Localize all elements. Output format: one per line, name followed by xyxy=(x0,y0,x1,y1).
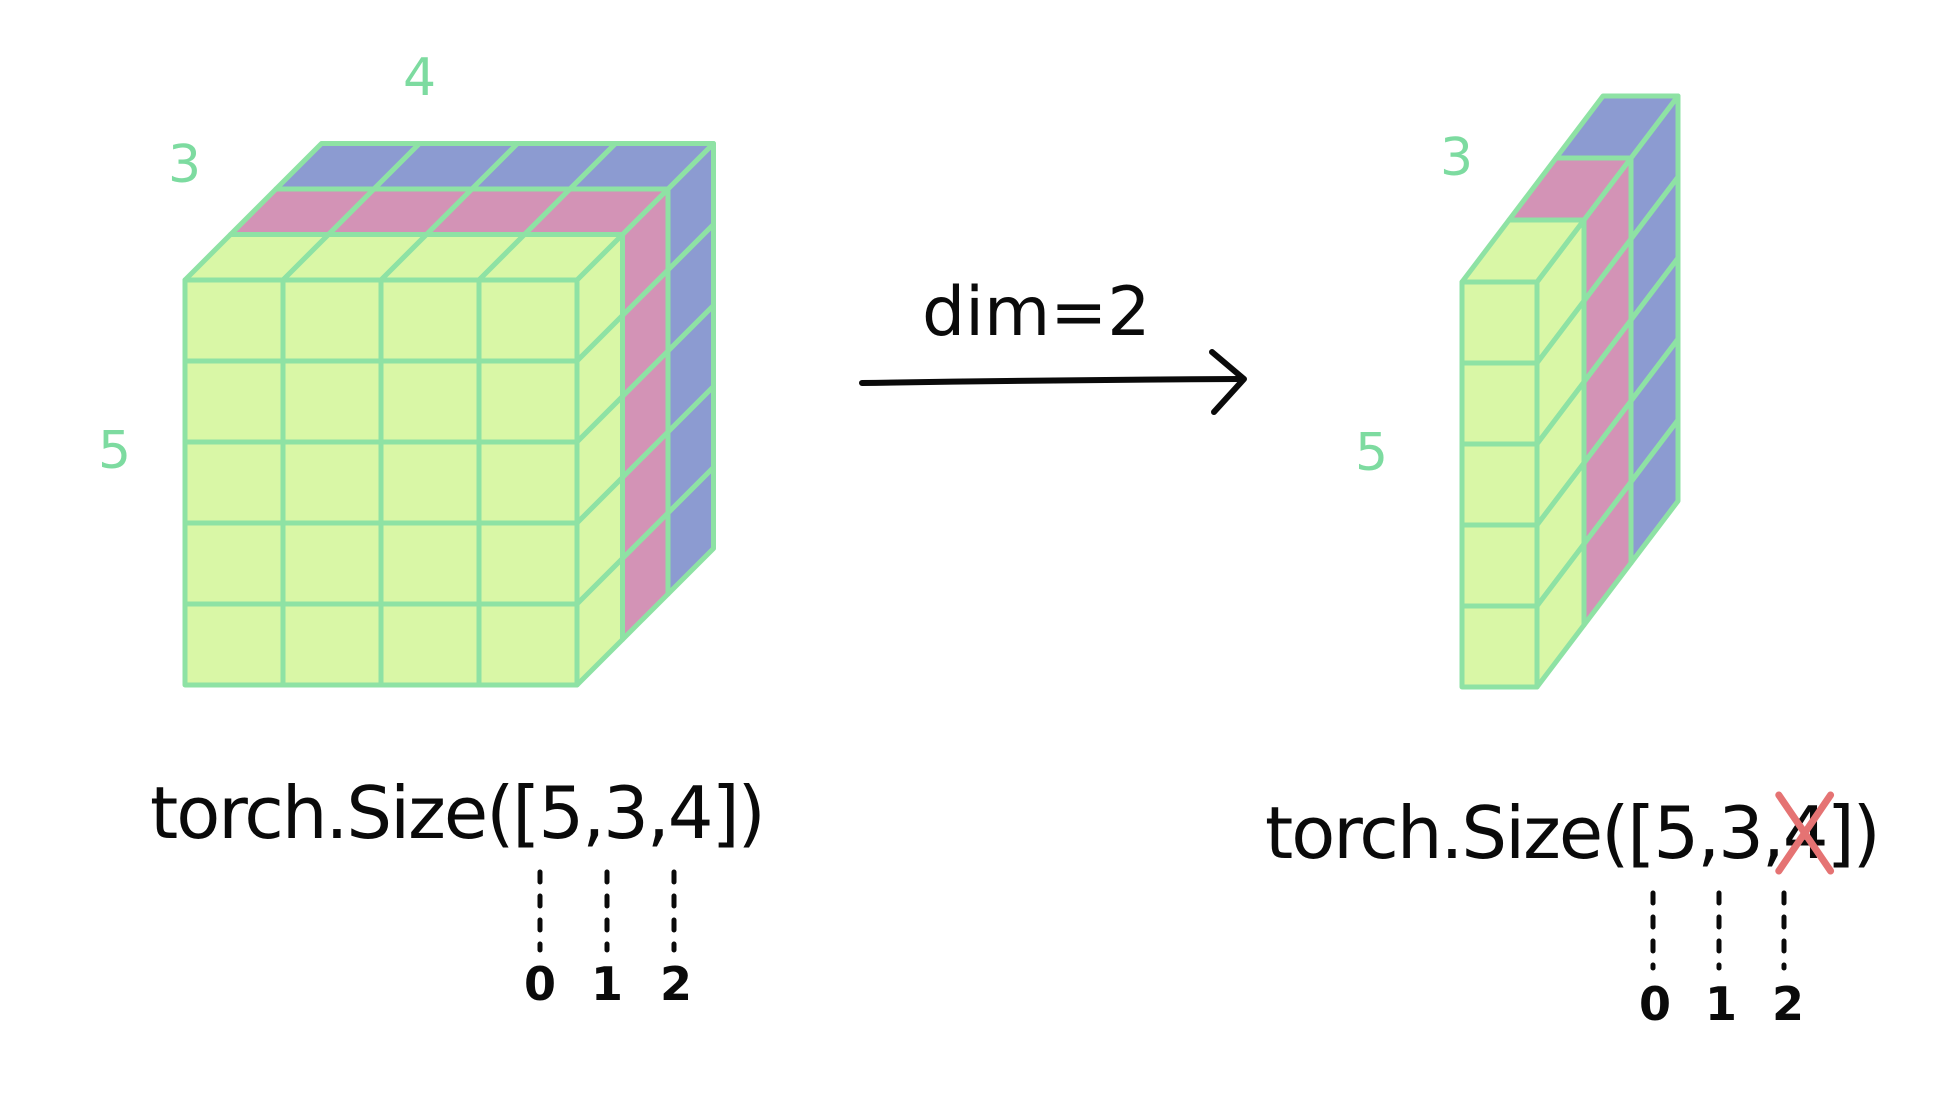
right-caption-prefix: torch.Size([5,3, xyxy=(1265,791,1783,875)
left-front-cell xyxy=(182,601,286,688)
arrow-icon xyxy=(859,349,1247,415)
left-index-0: 0 xyxy=(524,957,556,1011)
left-front-cell xyxy=(476,439,580,526)
left-tensor-cube xyxy=(182,141,716,688)
left-front-cell xyxy=(182,439,286,526)
cross-stroke xyxy=(1775,791,1835,875)
left-front-cell xyxy=(476,601,580,688)
left-front-cell xyxy=(280,277,384,364)
left-front-cell xyxy=(280,358,384,445)
left-index-guides xyxy=(537,869,677,953)
left-front-cell xyxy=(378,520,482,607)
left-index-2: 2 xyxy=(660,957,692,1011)
right-index-guides xyxy=(1650,890,1787,971)
right-caption-suffix: ]) xyxy=(1827,791,1879,875)
left-front-cell xyxy=(476,520,580,607)
left-dim-label-width: 4 xyxy=(403,48,436,108)
right-index-1: 1 xyxy=(1705,977,1737,1031)
right-front-cell xyxy=(1459,522,1540,609)
right-tensor-slab xyxy=(1459,93,1681,690)
cross-icon xyxy=(1775,791,1835,875)
left-caption: torch.Size([5,3,4]) xyxy=(150,771,764,855)
right-front-cell xyxy=(1459,441,1540,528)
right-front-cell xyxy=(1459,279,1540,366)
left-front-cell xyxy=(182,358,286,445)
left-index-1: 1 xyxy=(591,957,623,1011)
left-front-cell xyxy=(378,277,482,364)
left-front-cell xyxy=(378,358,482,445)
left-front-cell xyxy=(182,277,286,364)
right-index-2: 2 xyxy=(1772,977,1804,1031)
left-dim-label-height: 5 xyxy=(98,421,131,481)
right-index-0: 0 xyxy=(1639,977,1671,1031)
left-front-cell xyxy=(378,601,482,688)
left-front-cell xyxy=(476,358,580,445)
right-dim-label-depth: 3 xyxy=(1440,128,1473,188)
left-front-cell xyxy=(280,601,384,688)
left-front-cell xyxy=(476,277,580,364)
left-front-cell xyxy=(182,520,286,607)
right-front-cell xyxy=(1459,360,1540,447)
right-dim-label-height: 5 xyxy=(1355,423,1388,483)
right-front-cell xyxy=(1459,603,1540,690)
left-front-cell xyxy=(378,439,482,526)
left-front-cell xyxy=(280,439,384,526)
left-dim-label-depth: 3 xyxy=(168,135,201,195)
left-front-cell xyxy=(280,520,384,607)
operation-label: dim=2 xyxy=(922,273,1151,352)
